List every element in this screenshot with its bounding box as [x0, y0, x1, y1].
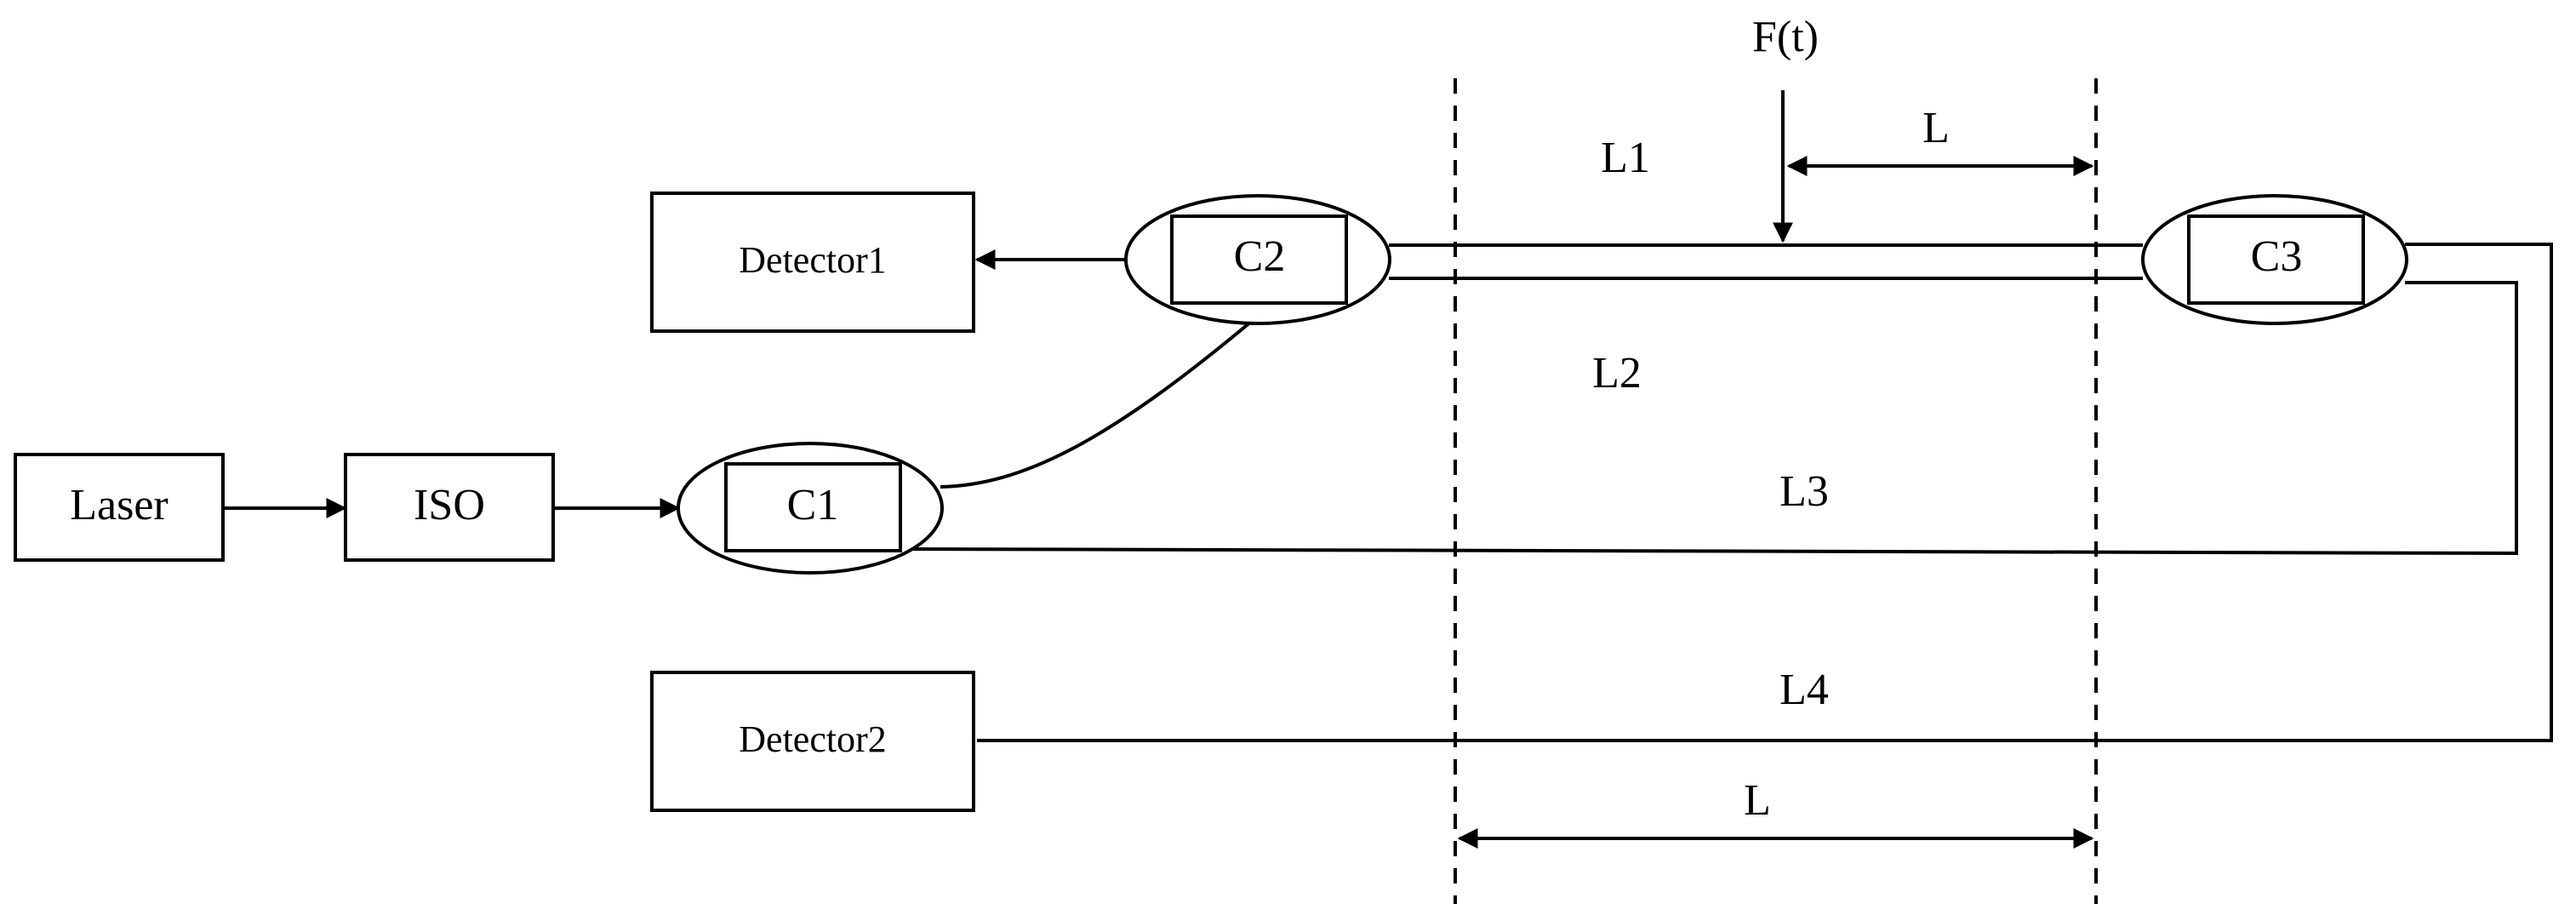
laser-block: Laser	[14, 453, 225, 562]
l1-label: L1	[1601, 134, 1650, 182]
coupler-c3-label: C3	[2251, 232, 2303, 281]
l2-label: L2	[1592, 349, 1642, 397]
coupler-c3: C3	[2141, 194, 2408, 325]
coupler-c1-label: C1	[787, 481, 839, 529]
l4-label: L4	[1779, 666, 1829, 714]
detector2-label: Detector2	[739, 718, 886, 760]
c1-to-c2-fiber	[940, 320, 1253, 489]
coupler-c2: C2	[1124, 194, 1391, 325]
fiber-l3	[905, 281, 2518, 556]
bottom-length-label: L	[1744, 776, 1771, 825]
top-length-label: L	[1922, 104, 1950, 152]
detector2-block: Detector2	[650, 671, 975, 812]
detector1-block: Detector1	[650, 192, 975, 333]
l3-label: L3	[1779, 467, 1829, 516]
isolator-block: ISO	[344, 453, 555, 562]
coupler-c2-label: C2	[1234, 232, 1286, 281]
isolator-label: ISO	[414, 481, 485, 529]
force-label: F(t)	[1752, 13, 1819, 61]
coupler-c1: C1	[677, 442, 944, 575]
detector1-label: Detector1	[739, 239, 886, 281]
fiber-l4	[977, 243, 2553, 742]
laser-label: Laser	[70, 481, 168, 529]
